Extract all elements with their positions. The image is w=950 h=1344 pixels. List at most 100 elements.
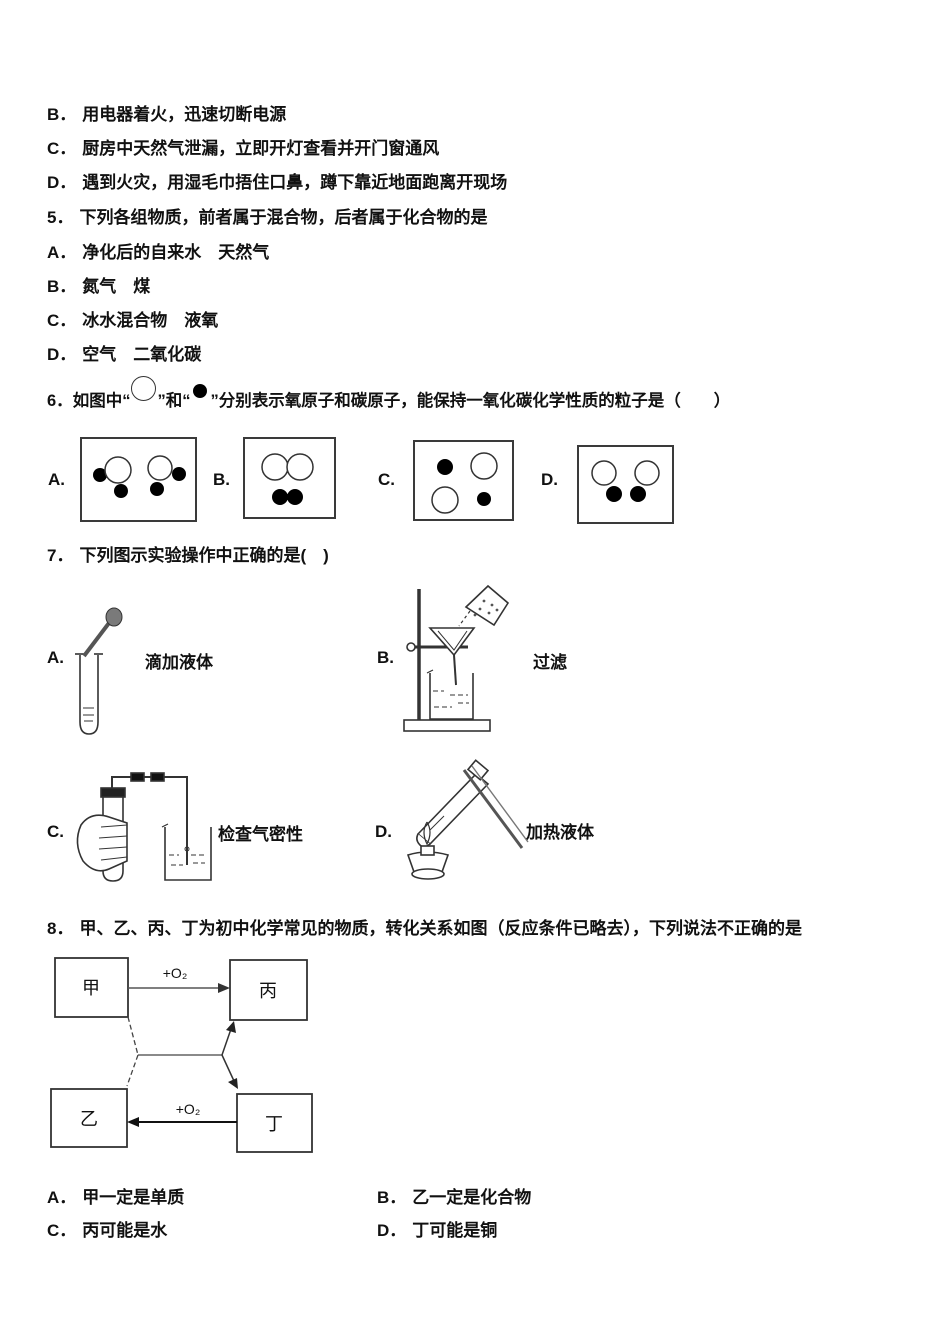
oxygen-atom-icon [261, 453, 289, 481]
option-label: C． [47, 139, 77, 158]
connector-yi [126, 1054, 139, 1087]
question-6-stem: 6． 如图中“ ”和“ ”分别表示氧原子和碳原子，能保持一氧化碳化学性质的粒子是… [47, 376, 730, 411]
stand-base [403, 719, 491, 732]
question-number: 5． [47, 208, 74, 227]
box-label: 丁 [265, 1114, 283, 1134]
funnel-stem [453, 654, 457, 686]
figure-label: A. [47, 648, 64, 667]
arrow-label: +O₂ [163, 965, 188, 981]
option-label: C. [378, 470, 395, 489]
holder-handle [466, 759, 490, 781]
molecule-diagram-b [261, 453, 314, 505]
beaker [164, 827, 212, 881]
option-line: A．甲一定是单质 [47, 1188, 185, 1207]
oxygen-atom-icon [131, 376, 157, 401]
dropper [82, 621, 111, 658]
figure-airtightness-check [76, 772, 212, 882]
option-line: A．净化后的自来水 天然气 [47, 243, 270, 262]
test-tube-holder [462, 769, 524, 849]
figure-add-liquid [75, 607, 123, 735]
molecule-diagram-a [93, 455, 186, 498]
oxygen-atom-icon [634, 460, 660, 486]
carbon-atom-icon [477, 492, 491, 506]
arrow-to-ding [221, 1054, 235, 1082]
option-line: C．丙可能是水 [47, 1221, 168, 1240]
oxygen-atom-icon [104, 456, 132, 484]
arrowhead [228, 1078, 238, 1089]
option-text: 厨房中天然气泄漏，立即开灯查看并开门窗通风 [82, 139, 440, 158]
arrowhead [218, 983, 230, 993]
tube-connector [130, 772, 145, 782]
oxygen-atom-icon [470, 452, 498, 480]
molecule-box-d [577, 445, 674, 524]
option-line: C．冰水混合物 液氧 [47, 311, 219, 330]
molecule-box-b [243, 437, 336, 519]
option-line: C． 厨房中天然气泄漏，立即开灯查看并开门窗通风 [47, 134, 439, 159]
connector-jia [127, 1016, 139, 1056]
question-8-stem: 8．甲、乙、丙、丁为初中化学常见的物质，转化关系如图（反应条件已略去），下列说法… [47, 919, 802, 938]
molecule-diagram-c [431, 452, 498, 514]
test-tube [416, 772, 490, 846]
option-label: B. [213, 470, 230, 489]
option-label: D. [541, 470, 558, 489]
test-tube [79, 655, 99, 735]
molecule-box-c [413, 440, 514, 521]
option-line: B． 用电器着火，迅速切断电源 [47, 100, 286, 125]
liquid-dots [473, 599, 499, 617]
figure-caption: 检查气密性 [218, 825, 303, 844]
question-number: 7． [47, 546, 74, 565]
receiving-beaker [429, 673, 474, 720]
box-bing [229, 959, 308, 1021]
figure-label: C. [47, 822, 64, 841]
figure-caption: 过滤 [533, 653, 567, 672]
transformation-diagram: 甲 丙 乙 丁 +O₂ +O₂ [50, 957, 313, 1153]
box-yi [50, 1088, 128, 1148]
figure-label: D. [375, 822, 392, 841]
arrowhead [127, 1117, 139, 1127]
question-number: 8． [47, 919, 74, 938]
box-label: 乙 [80, 1109, 98, 1129]
test-tube [102, 795, 124, 882]
hand [76, 814, 128, 872]
oxygen-atom-icon [286, 453, 314, 481]
tube-connector [150, 772, 165, 782]
liquid-level [429, 815, 445, 831]
option-line: B．乙一定是化合物 [377, 1188, 532, 1207]
carbon-atom-icon [114, 484, 128, 498]
air-bubble [184, 846, 190, 852]
box-label: 甲 [82, 978, 100, 998]
carbon-atom-icon [193, 384, 208, 398]
alcohol-lamp-base [411, 868, 445, 880]
arrow-label: +O₂ [176, 1101, 201, 1117]
question-7-stem: 7．下列图示实验操作中正确的是( ) [47, 546, 329, 565]
option-line: B．氮气 煤 [47, 277, 151, 296]
option-label: B． [47, 105, 77, 124]
rubber-stopper [100, 787, 126, 798]
oxygen-atom-icon [431, 486, 459, 514]
glass-tube [111, 776, 188, 865]
molecule-diagram-d [591, 460, 660, 502]
carbon-atom-icon [437, 459, 453, 475]
carbon-atom-icon [630, 486, 646, 502]
option-line: D．遇到火灾，用湿毛巾捂住口鼻，蹲下靠近地面跑离开现场 [47, 168, 507, 193]
carbon-atom-icon [287, 489, 303, 505]
filter-paper [437, 630, 468, 651]
figure-label: B. [377, 648, 394, 667]
carbon-atom-icon [93, 468, 107, 482]
figure-caption: 加热液体 [526, 823, 594, 842]
figure-heating-liquid [406, 759, 529, 880]
carbon-atom-icon [606, 486, 622, 502]
lamp-neck [420, 845, 435, 856]
carbon-atom-icon [172, 467, 186, 481]
carbon-atom-icon [272, 489, 288, 505]
box-ding [236, 1093, 313, 1153]
flame [423, 821, 431, 846]
option-text: 用电器着火，迅速切断电源 [82, 105, 287, 124]
figure-filtration [403, 584, 510, 732]
carbon-atom-icon [150, 482, 164, 496]
option-label: D． [47, 173, 77, 192]
box-label: 丙 [259, 981, 277, 1001]
dropper-bulb [105, 607, 123, 627]
oxygen-atom-icon [591, 460, 617, 486]
